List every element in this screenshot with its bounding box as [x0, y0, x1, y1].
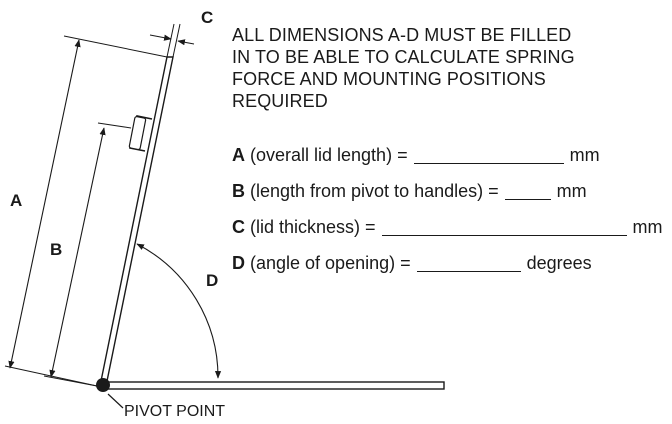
extension-line-handle	[97, 122, 132, 129]
dimension-c-arrow-right	[177, 39, 195, 46]
field-b-key: B	[232, 181, 245, 201]
field-a-blank[interactable]	[413, 146, 564, 164]
dimension-b-arrow	[49, 127, 106, 378]
field-b-blank[interactable]	[504, 182, 551, 200]
field-d-label: (angle of opening) =	[250, 253, 411, 273]
dimension-a-arrow	[8, 39, 81, 369]
field-d-key: D	[232, 253, 245, 273]
dimension-d-label: D	[206, 271, 218, 290]
field-a-label: (overall lid length) =	[250, 145, 408, 165]
dimension-a-label: A	[10, 191, 22, 210]
handle-grip	[128, 116, 147, 151]
field-a: A (overall lid length) = mm	[232, 144, 600, 166]
pivot-leader	[107, 393, 124, 409]
field-d-blank[interactable]	[416, 254, 521, 272]
field-b-unit: mm	[556, 181, 587, 201]
pivot-point	[96, 378, 110, 392]
lid-bar	[99, 56, 174, 387]
dimension-c-label: C	[201, 8, 213, 27]
field-b-label: (length from pivot to handles) =	[250, 181, 499, 201]
extension-line-bottom-b	[43, 375, 98, 387]
instructions-text: ALL DIMENSIONS A-D MUST BE FILLED IN TO …	[232, 25, 575, 111]
pivot-label: PIVOT POINT	[124, 403, 225, 420]
field-a-key: A	[232, 145, 245, 165]
extension-line-top	[63, 35, 168, 58]
field-c-unit: mm	[632, 217, 663, 237]
field-c-blank[interactable]	[381, 218, 627, 236]
field-c-label: (lid thickness) =	[250, 217, 376, 237]
dimension-c-ext-left	[166, 23, 175, 58]
dimension-d-arc	[136, 243, 222, 379]
field-c: C (lid thickness) = mm	[232, 216, 663, 238]
dimension-c-arrow-left	[149, 34, 172, 41]
field-b: B (length from pivot to handles) = mm	[232, 180, 587, 202]
field-d: D (angle of opening) = degrees	[232, 252, 592, 274]
field-c-key: C	[232, 217, 245, 237]
dimension-b-label: B	[50, 240, 62, 259]
field-d-unit: degrees	[526, 253, 592, 273]
base-bar	[102, 381, 445, 390]
dimension-c-ext-right	[172, 23, 181, 58]
field-a-unit: mm	[569, 145, 600, 165]
